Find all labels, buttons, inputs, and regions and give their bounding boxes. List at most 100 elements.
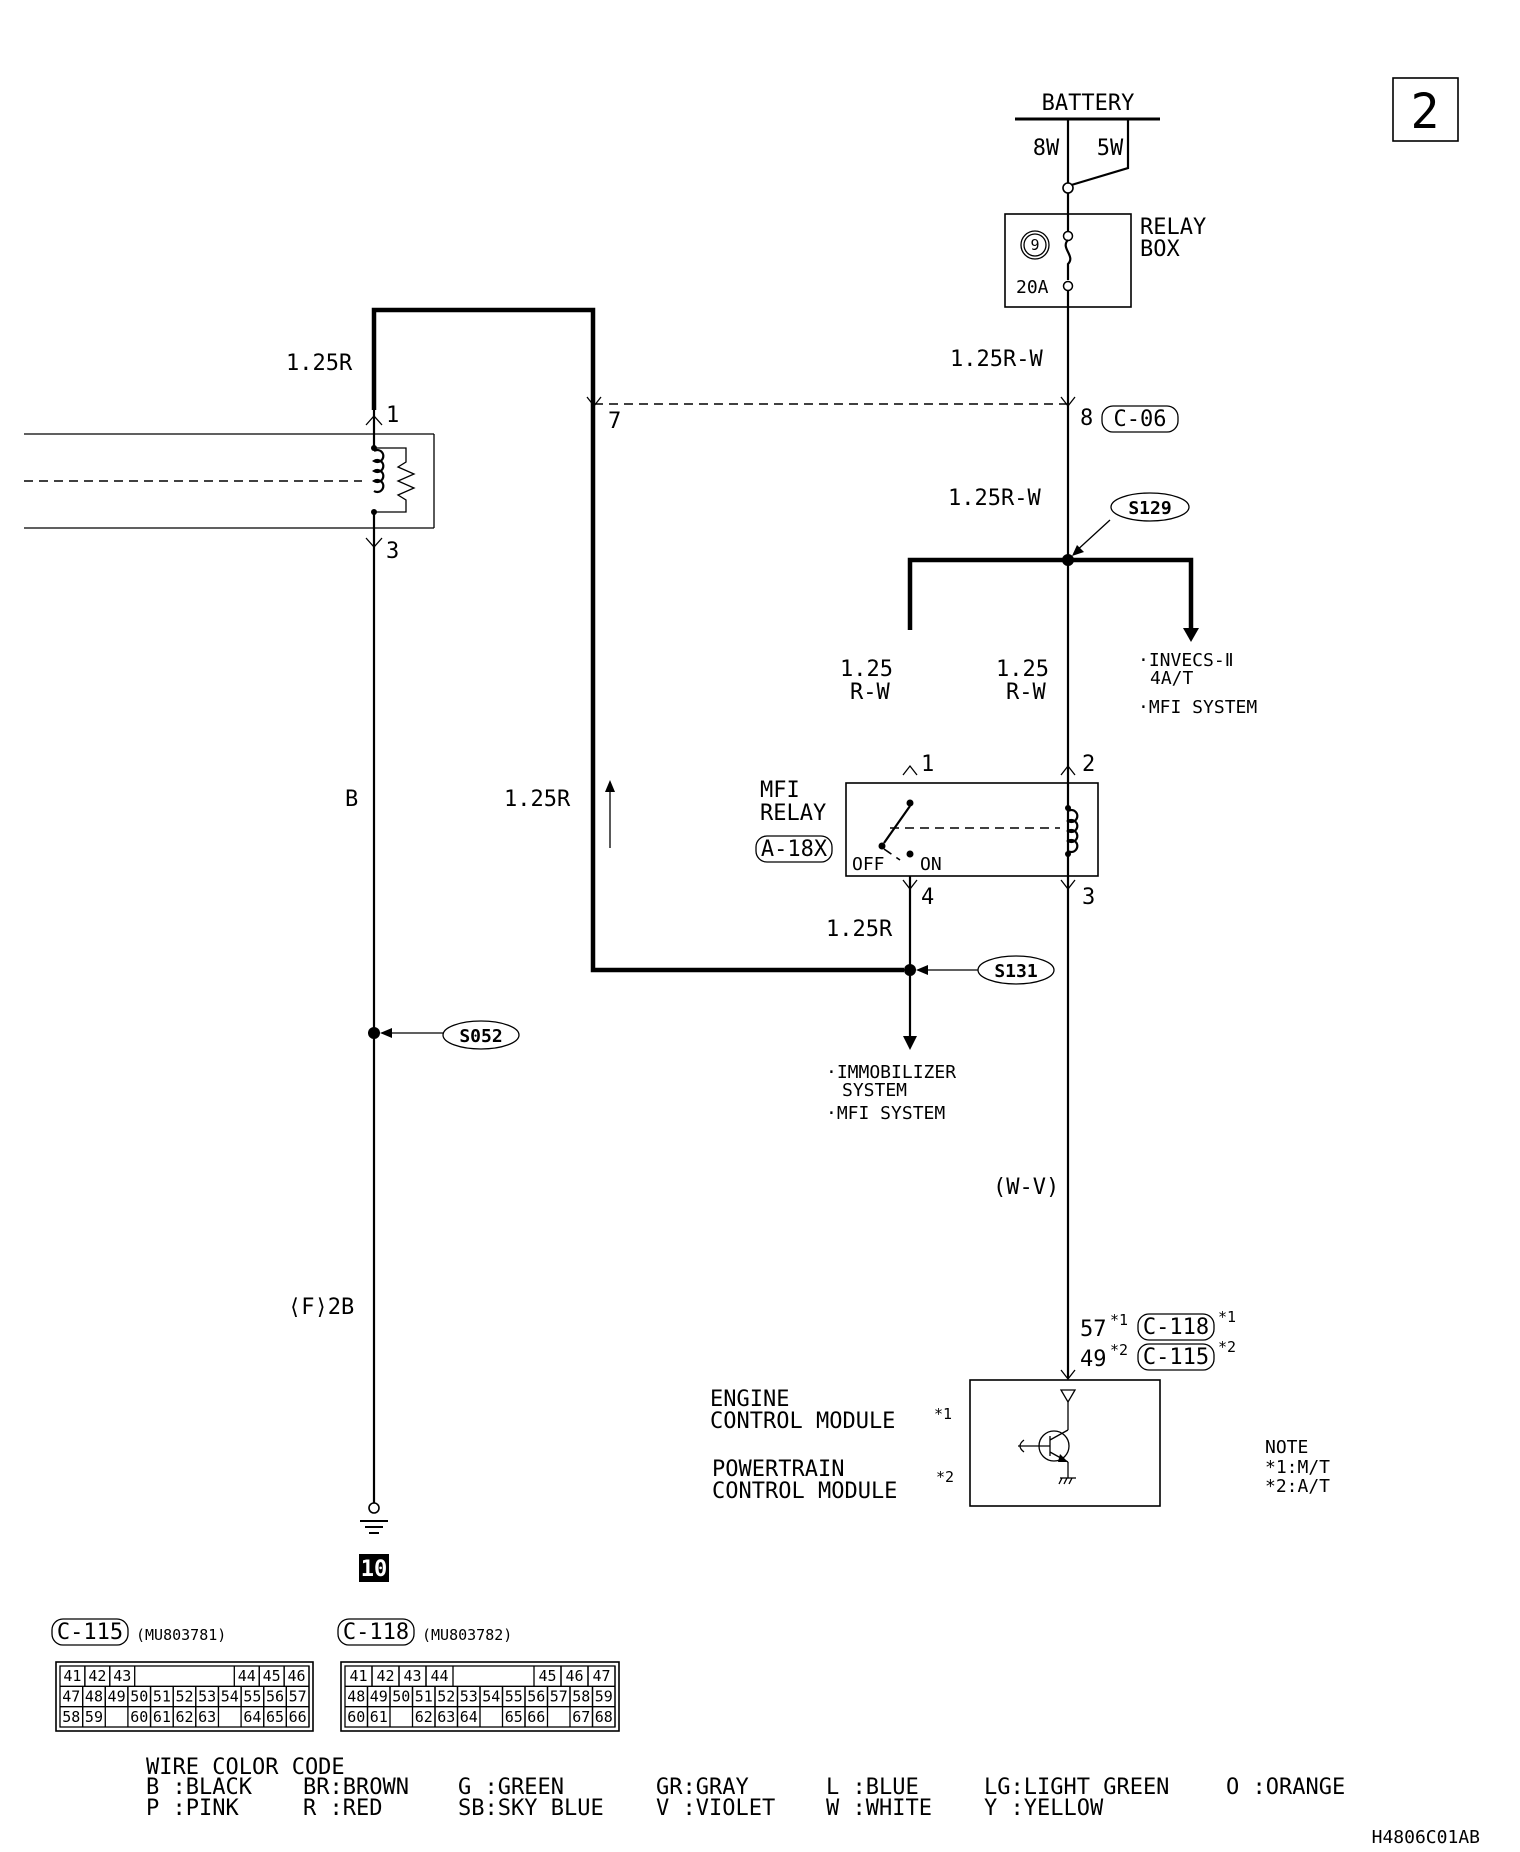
connector-view-outline: [55, 1661, 314, 1732]
connector-pin: 62: [175, 1708, 193, 1726]
connector-pin: 50: [392, 1688, 410, 1706]
pcm-note: *2: [936, 1468, 954, 1486]
mfi-coil-bottom: [1065, 851, 1071, 857]
ecm-pin-b: 49: [1080, 1347, 1107, 1372]
splice-s052-label: S052: [459, 1026, 502, 1047]
connector-pin: 48: [347, 1688, 365, 1706]
color-code-p: P :PINK: [146, 1796, 239, 1821]
ecm-ground-hatch-3: [1068, 1477, 1073, 1485]
connector-pin: 51: [153, 1688, 171, 1706]
fuse-terminal-bottom: [1062, 280, 1074, 292]
connector-pin: 55: [505, 1688, 523, 1706]
mfi-pin-3-arrow: [1060, 879, 1076, 891]
wire-label-right-bottom: (W-V): [993, 1175, 1059, 1200]
color-code-l: L :BLUE: [826, 1775, 919, 1800]
transistor-collector: [1049, 1429, 1069, 1441]
connector-pin: 61: [370, 1708, 388, 1726]
wire-color-code-row-2: P :PINK R :RED SB:SKY BLUE V :VIOLET W :…: [146, 1796, 1104, 1821]
connector-pin: 64: [243, 1708, 261, 1726]
color-code-o: O :ORANGE: [1226, 1775, 1345, 1800]
connector-pin: 45: [538, 1667, 556, 1685]
direction-arrow-head: [605, 780, 615, 792]
connector-pin: 46: [565, 1667, 583, 1685]
relay-box-title-2: BOX: [1140, 237, 1180, 262]
mfi-relay-title-1: MFI: [760, 778, 800, 803]
splice-s052-pointer-head: [380, 1028, 392, 1038]
ecm-box: [969, 1379, 1161, 1507]
connector-pin: 43: [403, 1667, 421, 1685]
connector-pin: 60: [130, 1708, 148, 1726]
wire-label-left-top: 1.25R: [286, 351, 353, 376]
color-code-br: BR:BROWN: [303, 1775, 409, 1800]
color-code-v: V :VIOLET: [656, 1796, 775, 1821]
battery-terminal: [1062, 182, 1074, 194]
mfi-relay-box: [845, 782, 1099, 877]
mfi-relay-title-2: RELAY: [760, 801, 826, 826]
ecm-ground-hatch-2: [1063, 1477, 1068, 1485]
connector-pin: 54: [482, 1688, 500, 1706]
connector-view-outline: [340, 1661, 620, 1732]
connector-pin: 57: [289, 1688, 307, 1706]
connector-pin: 55: [243, 1688, 261, 1706]
ecm-input-symbol: [1059, 1389, 1077, 1404]
wire-label-center: 1.25R: [504, 787, 571, 812]
mfi-switch-contact-on: [906, 850, 914, 858]
connector-pin: 42: [376, 1667, 394, 1685]
ecm-title-2: CONTROL MODULE: [710, 1409, 895, 1434]
branch-upper-2: 4A/T: [1150, 668, 1194, 689]
color-code-b: B :BLACK: [146, 1775, 253, 1800]
ecm-conn-a-note: *1: [1218, 1308, 1236, 1326]
splice-s129-pointer-head: [1072, 545, 1084, 556]
connector-pin: 52: [175, 1688, 193, 1706]
pin-8-chevron: [1060, 396, 1076, 408]
branch-upper-3: ·MFI SYSTEM: [1138, 697, 1257, 718]
splice-s129-label: S129: [1128, 498, 1171, 519]
connector-pin: 54: [221, 1688, 239, 1706]
connector-c06-label: C-06: [1114, 407, 1167, 432]
connector-pin: 56: [266, 1688, 284, 1706]
connector-pin: 64: [460, 1708, 478, 1726]
connector-pin: 65: [505, 1708, 523, 1726]
wire-label-left-bottom: ⟨F⟩2B: [288, 1295, 354, 1320]
battery-wire-5w-label: 5W: [1097, 136, 1124, 161]
connector-pin: 59: [85, 1708, 103, 1726]
mfi-pin-1-arrow: [902, 764, 918, 776]
connector-pin: 67: [572, 1708, 590, 1726]
splice-s129-dot: [1062, 554, 1074, 566]
note-item-2: *2:A/T: [1265, 1476, 1330, 1497]
battery-label: BATTERY: [1042, 91, 1135, 116]
page-number: 2: [1411, 84, 1440, 140]
wire-label-relay-right-2: R-W: [1006, 680, 1046, 705]
ecm-ground-hatch-1: [1058, 1477, 1063, 1485]
mfi-pin-2-arrow: [1060, 764, 1076, 776]
connector-view-part: (MU803781): [136, 1626, 226, 1644]
connector-pin: 49: [370, 1688, 388, 1706]
connector-a18x-tag: [755, 835, 833, 863]
connector-pin: 60: [347, 1708, 365, 1726]
mfi-pin-4: 4: [921, 885, 934, 910]
connector-view-name: C-118: [343, 1620, 409, 1645]
color-code-r: R :RED: [303, 1796, 382, 1821]
ground-number: 10: [361, 1557, 388, 1582]
branch-arrow-lower: [903, 1036, 917, 1050]
ecm-title-1: ENGINE: [710, 1387, 789, 1412]
ecm-pin-arrow: [1060, 1369, 1076, 1381]
connector-pin: 65: [266, 1708, 284, 1726]
ecm-pin-a: 57: [1080, 1317, 1107, 1342]
color-code-y: Y :YELLOW: [984, 1796, 1104, 1821]
fuse-number-circle: [1020, 230, 1050, 260]
pcm-title-2: CONTROL MODULE: [712, 1479, 897, 1504]
connector-pin: 44: [238, 1667, 256, 1685]
splice-s052-tag: [442, 1020, 520, 1050]
branch-lower-1: ·IMMOBILIZER: [826, 1062, 956, 1083]
ecm-pin-b-note: *2: [1110, 1341, 1128, 1359]
connector-pin: 52: [437, 1688, 455, 1706]
transistor-base-curl: [1019, 1439, 1025, 1453]
connector-c115-tag: [1137, 1343, 1215, 1371]
connector-pin: 41: [349, 1667, 367, 1685]
color-code-lg: LG:LIGHT GREEN: [984, 1775, 1169, 1800]
branch-arrow-upper: [1183, 628, 1199, 642]
wire-color-code-title: WIRE COLOR CODE: [146, 1755, 345, 1780]
